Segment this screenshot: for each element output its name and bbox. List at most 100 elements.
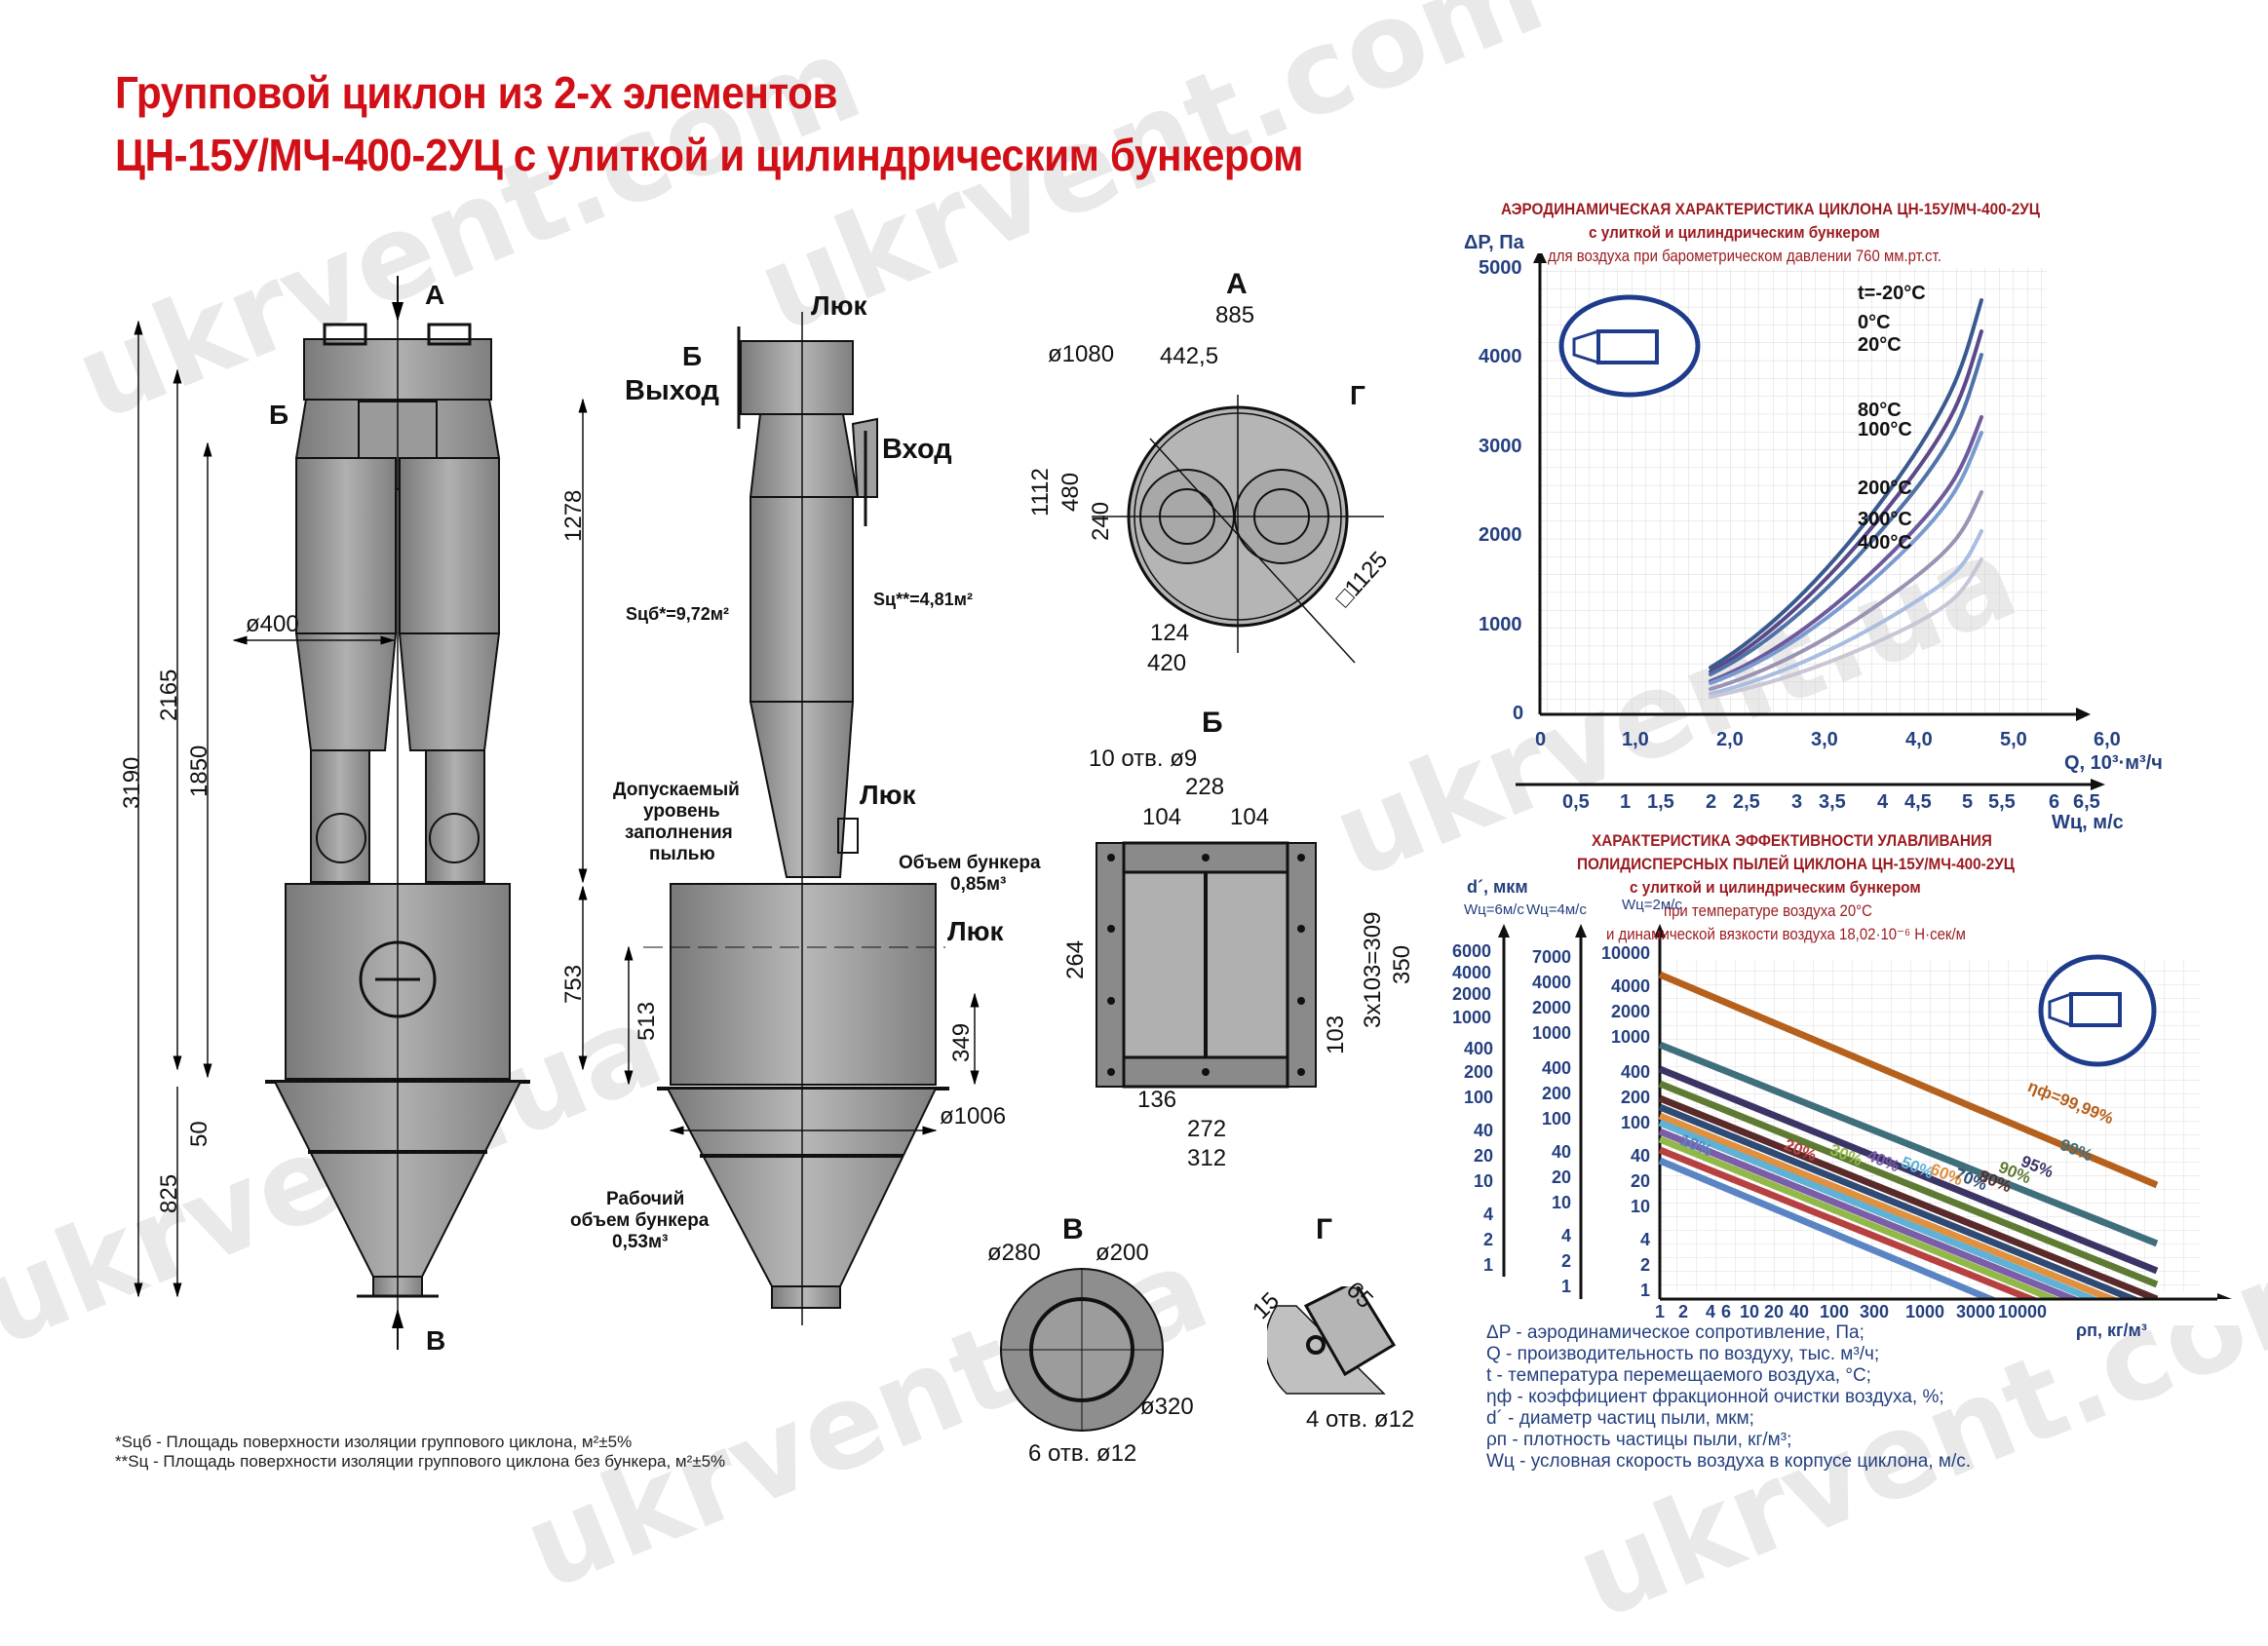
dim-442-5: 442,5 (1160, 343, 1219, 369)
chart2-ytick: 10000 (1601, 943, 1651, 963)
chart2-ytick-w4: 4000 (1532, 973, 1572, 992)
front-view-drawing (134, 276, 588, 1350)
chart2-ytick-w6: 400 (1464, 1039, 1494, 1058)
chart2-ytick: 200 (1621, 1088, 1651, 1107)
series-label: 80°C (1858, 400, 1902, 421)
dust-level-line4: пылью (649, 844, 715, 864)
chart2-ytick-w4: 2000 (1532, 998, 1572, 1017)
chart1-ytick: 0 (1513, 703, 1524, 724)
inlet-label: Вход (882, 434, 952, 465)
chart2-ytick: 4 (1640, 1230, 1651, 1249)
dim-136: 136 (1137, 1087, 1177, 1113)
view-a-title: А (1226, 268, 1248, 300)
chart1-x2tick: 3,5 (1819, 791, 1846, 813)
chart2-ytick-w4: 400 (1542, 1058, 1572, 1078)
dim-272: 272 (1187, 1116, 1227, 1142)
chart1-xlabel: Q, 10³·м³/ч (2064, 752, 2163, 774)
chart2-xlabel: ρп, кг/м³ (2076, 1321, 2147, 1340)
chart2-ytick: 100 (1621, 1113, 1651, 1132)
legend-term: ΔP - аэродинамическое сопротивление, Па; (1486, 1322, 1864, 1343)
legend-term: Q - производительность по воздуху, тыс. … (1486, 1344, 1880, 1364)
chart1-x2tick: 6 (2049, 791, 2060, 813)
chart1-ytick: 2000 (1479, 524, 1522, 546)
chart1-x2tick: 1 (1620, 791, 1632, 813)
chart2-subtitle3: и динамической вязкости воздуха 18,02·10… (1606, 925, 1966, 943)
page-title-line2: ЦН-15У/МЧ-400-2УЦ с улиткой и цилиндриче… (115, 130, 1303, 180)
chart2-title2: ПОЛИДИСПЕРСНЫХ ПЫЛЕЙ ЦИКЛОНА ЦН-15У/МЧ-4… (1577, 855, 2015, 873)
chart2-ytick-w4: 4 (1561, 1226, 1572, 1245)
dim-103: 103 (1323, 1014, 1349, 1054)
legend-term: ηф - коэффициент фракционной очистки воз… (1486, 1387, 1944, 1407)
chart1-xtick: 4,0 (1905, 729, 1933, 750)
chart2-ytick-w6: 2 (1483, 1230, 1494, 1249)
chart2-xtick: 10 (1740, 1302, 1760, 1321)
dim-2165: 2165 (156, 669, 182, 721)
luk-mid-label: Люк (860, 780, 916, 810)
chart1-wc-axis (1516, 779, 2105, 790)
side-view-drawing (624, 312, 980, 1325)
view-a-drawing (1092, 395, 1384, 664)
chart1-x2label: Wц, м/с (2052, 812, 2124, 833)
chart1-title: АЭРОДИНАМИЧЕСКАЯ ХАРАКТЕРИСТИКА ЦИКЛОНА … (1501, 200, 2040, 218)
chart1-x2tick: 2 (1706, 791, 1717, 813)
footnote-scb: *Sцб - Площадь поверхности изоляции груп… (115, 1433, 633, 1451)
chart2-axis-label-4: Wц=4м/с (1526, 901, 1587, 918)
dim-1112: 1112 (1027, 468, 1054, 517)
chart2-ytick-w4: 100 (1542, 1109, 1572, 1129)
chart2-subtitle2: при температуре воздуха 20°С (1664, 901, 1872, 920)
chart2-xtick: 1000 (1905, 1302, 1945, 1321)
holes-6x12: 6 отв. ø12 (1028, 1440, 1137, 1467)
chart1-xtick: 0 (1535, 729, 1547, 750)
chart2-ytick: 20 (1631, 1171, 1651, 1191)
view-label-a: А (425, 280, 445, 310)
view-g-title: Г (1316, 1213, 1333, 1245)
detail-g-marker: Г (1350, 380, 1365, 410)
chart1-x2tick: 3 (1791, 791, 1803, 813)
series-label: 300°C (1858, 509, 1912, 530)
holes-10x9: 10 отв. ø9 (1089, 746, 1198, 772)
chart1-x2tick: 4 (1877, 791, 1889, 813)
chart1-plot (1533, 253, 2091, 721)
chart1-x2tick: 4,5 (1904, 791, 1932, 813)
dust-level-line2: уровень (643, 801, 720, 822)
chart2-ytick-w4: 7000 (1532, 947, 1572, 967)
chart2-ytick: 400 (1621, 1062, 1651, 1082)
luk-low-label: Люк (947, 916, 1004, 946)
chart1-subtitle1: с улиткой и цилиндрическим бункером (1589, 223, 1880, 242)
chart2-ytick-w4: 200 (1542, 1084, 1572, 1103)
dim-420: 420 (1147, 650, 1187, 676)
series-label: t=-20°C (1858, 283, 1926, 304)
chart2-ytick: 40 (1631, 1146, 1651, 1166)
bunker-volume-value: 0,85м³ (950, 874, 1007, 895)
logo-stamp-2 (2038, 954, 2157, 1067)
dim-825: 825 (156, 1173, 182, 1213)
legend-term: ρп - плотность частицы пыли, кг/м³; (1486, 1430, 1792, 1450)
dim-104-right: 104 (1230, 804, 1270, 830)
dim-480: 480 (1057, 472, 1084, 512)
section-label-b: Б (269, 400, 289, 430)
chart2-ytick: 1000 (1611, 1027, 1651, 1047)
chart2-ytick-w4: 1 (1561, 1277, 1572, 1296)
chart2-ylabel: d´, мкм (1467, 877, 1528, 897)
chart2-ytick-w4: 20 (1552, 1168, 1572, 1187)
legend-term: d´ - диаметр частиц пыли, мкм; (1486, 1408, 1754, 1429)
page-title-line1: Групповой циклон из 2-х элементов (115, 67, 838, 118)
chart1-x2tick: 0,5 (1562, 791, 1590, 813)
dim-350: 350 (1389, 944, 1415, 984)
dim-228: 228 (1185, 774, 1225, 800)
chart1-xtick: 1,0 (1622, 729, 1649, 750)
chart1-ytick: 5000 (1479, 257, 1522, 279)
chart2-ytick-w4: 1000 (1532, 1023, 1572, 1043)
chart1-ytick: 4000 (1479, 346, 1522, 367)
view-g-drawing (1267, 1286, 1397, 1395)
dim-dia320: ø320 (1140, 1394, 1194, 1420)
chart2-axis-label-6: Wц=6м/с (1464, 901, 1524, 918)
chart2-xtick: 100 (1820, 1302, 1850, 1321)
chart1-x2tick: 5,5 (1988, 791, 2016, 813)
chart2-subtitle1: с улиткой и цилиндрическим бункером (1630, 878, 1921, 897)
dim-264: 264 (1062, 939, 1089, 979)
dim-dia280: ø280 (987, 1240, 1041, 1266)
dim-312: 312 (1187, 1145, 1227, 1171)
dim-3190: 3190 (119, 756, 145, 809)
chart1-x2tick: 5 (1962, 791, 1974, 813)
